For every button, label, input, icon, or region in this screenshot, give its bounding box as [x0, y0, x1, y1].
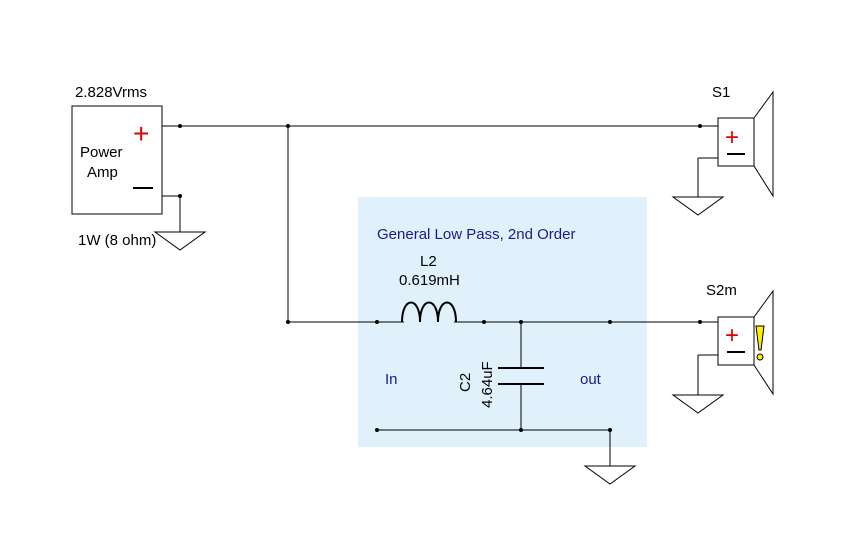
speaker-s1-name: S1 [712, 84, 730, 101]
wires [162, 125, 718, 466]
power-amp-power-rating: 1W (8 ohm) [78, 232, 156, 249]
capacitor-c2[interactable]: C2 4.64uF [457, 361, 544, 408]
junction-dot [608, 320, 612, 324]
junction-dot [375, 428, 379, 432]
filter: General Low Pass, 2nd Order In out L2 0.… [377, 226, 602, 408]
junction-dot [178, 194, 182, 198]
ground-icon [671, 394, 725, 414]
speaker-icon [717, 90, 774, 198]
speaker-s1-plus: + [725, 124, 739, 151]
ground-icon [671, 196, 725, 216]
ground-icon [583, 465, 637, 485]
inductor-l2[interactable]: L2 0.619mH [399, 253, 460, 323]
junction-dot [519, 320, 523, 324]
capacitor-name: C2 [457, 373, 474, 392]
speaker-icon [717, 289, 774, 396]
junction-dot [286, 124, 290, 128]
junctions [178, 124, 702, 432]
inductor-icon [400, 301, 460, 323]
capacitor-value: 4.64uF [479, 361, 496, 408]
junction-dot [519, 428, 523, 432]
junction-dot [375, 320, 379, 324]
junction-dot [482, 320, 486, 324]
power-amp-body[interactable] [71, 105, 163, 215]
power-amp[interactable]: 2.828Vrms Power Amp + 1W (8 ohm) [71, 84, 163, 249]
power-amp-voltage: 2.828Vrms [75, 84, 147, 101]
power-amp-name-line2: Amp [87, 164, 118, 181]
speaker-s2m-plus: + [725, 322, 739, 349]
junction-dot [608, 428, 612, 432]
power-amp-plus-terminal: + [133, 118, 149, 149]
speaker-s1[interactable]: S1 + [712, 84, 774, 198]
inductor-name: L2 [420, 253, 437, 270]
warning-icon [755, 325, 765, 361]
filter-in-label: In [385, 371, 398, 388]
inductor-value: 0.619mH [399, 272, 460, 289]
power-amp-name-line1: Power [80, 144, 123, 161]
ground-icon [153, 231, 207, 251]
speaker-s2m[interactable]: S2m + [706, 282, 774, 396]
speaker-s2m-name: S2m [706, 282, 737, 299]
junction-dot [698, 320, 702, 324]
filter-out-label: out [580, 371, 602, 388]
junction-dot [286, 320, 290, 324]
filter-title: General Low Pass, 2nd Order [377, 226, 575, 243]
junction-dot [698, 124, 702, 128]
junction-dot [178, 124, 182, 128]
capacitor-icon [498, 367, 544, 385]
